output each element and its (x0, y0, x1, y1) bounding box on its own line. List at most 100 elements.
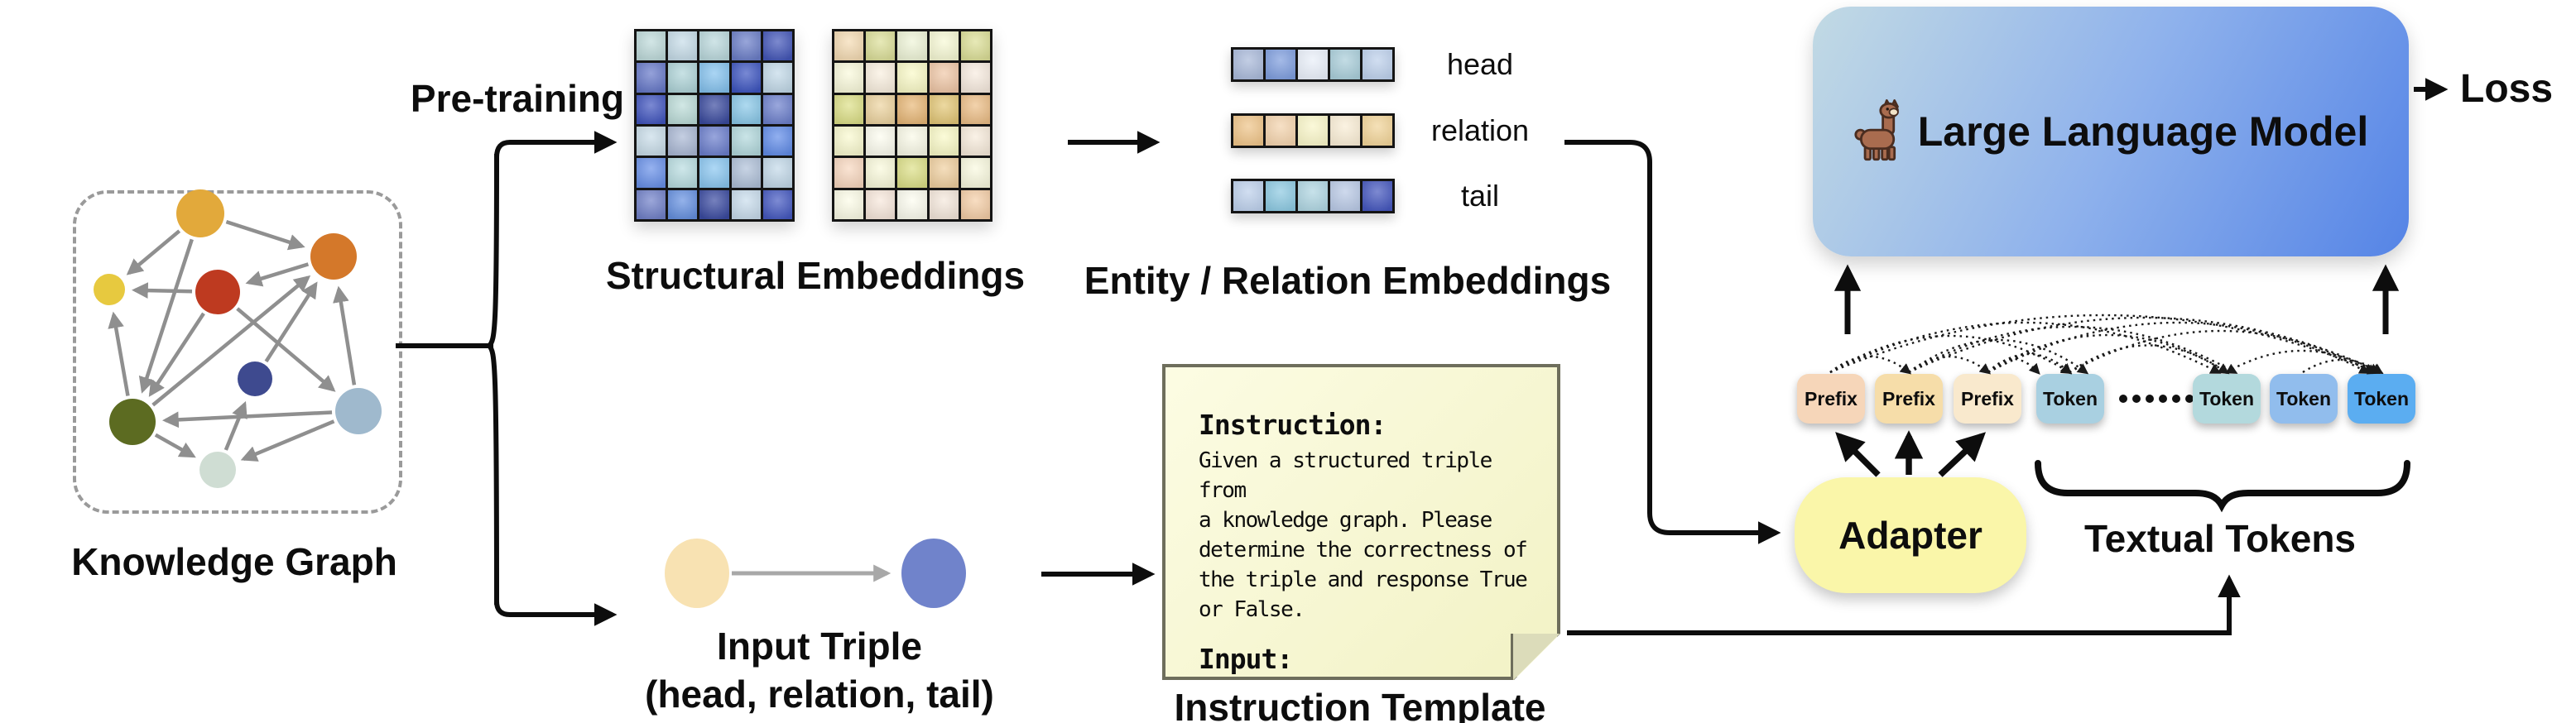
triple-tail-node (901, 539, 966, 608)
attention-arc (1829, 321, 2222, 374)
prefix-token-box: Prefix (1875, 374, 1943, 424)
structural-embeddings-label: Structural Embeddings (605, 254, 1026, 297)
matrix-cell (897, 158, 927, 188)
attention-arc (1908, 355, 1992, 375)
attention-arc (2302, 358, 2384, 375)
matrix-cell (834, 189, 864, 219)
embedding-cell (1233, 181, 1263, 211)
prefix-token-label: Prefix (1961, 387, 2014, 409)
kg-branch-vertical (485, 153, 499, 606)
matrix-cell (866, 126, 896, 156)
matrix-cell (699, 63, 729, 93)
matrix-cell (668, 126, 698, 156)
embedding-cell (1233, 50, 1263, 79)
matrix-cell (731, 126, 761, 156)
attention-arc (1908, 338, 2089, 375)
triple-head-node (665, 539, 729, 608)
matrix-cell (762, 189, 792, 219)
matrix-cell (699, 94, 729, 124)
pretraining-label: Pre-training (410, 77, 625, 120)
matrix-cell (731, 94, 761, 124)
matrix-cell (834, 94, 864, 124)
prefix-token-label: Prefix (1882, 387, 1935, 409)
attention-arc (1829, 314, 2379, 375)
embedding-cell (1298, 116, 1328, 146)
matrix-cell (731, 158, 761, 188)
knowledge-graph-label: Knowledge Graph (71, 540, 397, 583)
attention-arc (1829, 334, 2073, 375)
matrix-cell (834, 158, 864, 188)
matrix-cell (897, 94, 927, 124)
kg-branch-lines (396, 131, 618, 626)
ellipsis-dots (2119, 395, 2194, 403)
matrix-cell (668, 63, 698, 93)
token-token-box: Token (2348, 374, 2415, 424)
matrix-cell (762, 63, 792, 93)
matrix-cell (699, 189, 729, 219)
matrix-cell (929, 31, 959, 61)
textual-tokens-label: Textual Tokens (2083, 517, 2357, 560)
knowledge-graph-box (73, 190, 402, 514)
matrix-cell (637, 126, 666, 156)
matrix-cell (866, 94, 896, 124)
head-row-label: head (1446, 47, 1514, 81)
tail-row-label: tail (1460, 179, 1500, 213)
matrix-cell (731, 31, 761, 61)
embedding-cell (1362, 50, 1392, 79)
entity-relation-embeddings-label: Entity / Relation Embeddings (1084, 259, 1612, 302)
matrix-cell (731, 189, 761, 219)
matrix-cell (929, 126, 959, 156)
matrix-cell (637, 63, 666, 93)
instruction-heading: Instruction: (1199, 409, 1387, 441)
adapter-to-prefix-arrows (1835, 430, 1987, 477)
matrix-cell (668, 94, 698, 124)
embedding-cell (1266, 181, 1295, 211)
matrix-cell (834, 63, 864, 93)
embedding-cell (1330, 116, 1360, 146)
llm-label: Large Language Model (1917, 108, 2369, 155)
embedding-cell (1266, 50, 1295, 79)
matrix-cell (866, 158, 896, 188)
attention-arc (2069, 344, 2230, 375)
instruction-note: Instruction: Given a structured triple f… (1162, 364, 1560, 680)
input-triple-glyph (665, 539, 966, 608)
token-token-label: Token (2353, 387, 2410, 409)
attention-arc (1908, 325, 2238, 374)
matrix-cell (731, 63, 761, 93)
attention-arc (1908, 316, 2384, 375)
attention-arc (2069, 329, 2376, 374)
relation-row-label: relation (1430, 113, 1530, 147)
attention-arc (1987, 333, 2230, 375)
matrix-cell (637, 189, 666, 219)
embedding-cell (1330, 50, 1360, 79)
matrix-cell (668, 158, 698, 188)
instruction-template-label: Instruction Template (1174, 686, 1546, 723)
matrix-cell (834, 31, 864, 61)
input-triple-label: Input Triple (717, 625, 922, 668)
matrix-cell (866, 63, 896, 93)
token-token-box: Token (2036, 374, 2104, 424)
matrix-cell (762, 126, 792, 156)
tail-embedding-row (1231, 179, 1395, 213)
matrix-cell (897, 189, 927, 219)
llm-box: Large Language Model (1813, 7, 2409, 256)
llama-icon (1853, 98, 1903, 165)
matrix-cell (637, 31, 666, 61)
matrix-cell (960, 189, 990, 219)
attention-arc (1987, 321, 2371, 374)
matrix-cell (960, 126, 990, 156)
adapter-box: Adapter (1795, 477, 2026, 593)
matrix-cell (929, 63, 959, 93)
embedding-cell (1362, 116, 1392, 146)
head-embedding-row (1231, 47, 1395, 82)
token-token-box: Token (2270, 374, 2338, 424)
relation-embedding-row (1231, 113, 1395, 148)
matrix-cell (960, 63, 990, 93)
input-heading: Input: (1199, 643, 1293, 675)
matrix-cell (637, 94, 666, 124)
matrix-cell (834, 126, 864, 156)
attention-arc (2226, 349, 2381, 374)
matrix-cell (897, 126, 927, 156)
matrix-cell (929, 94, 959, 124)
